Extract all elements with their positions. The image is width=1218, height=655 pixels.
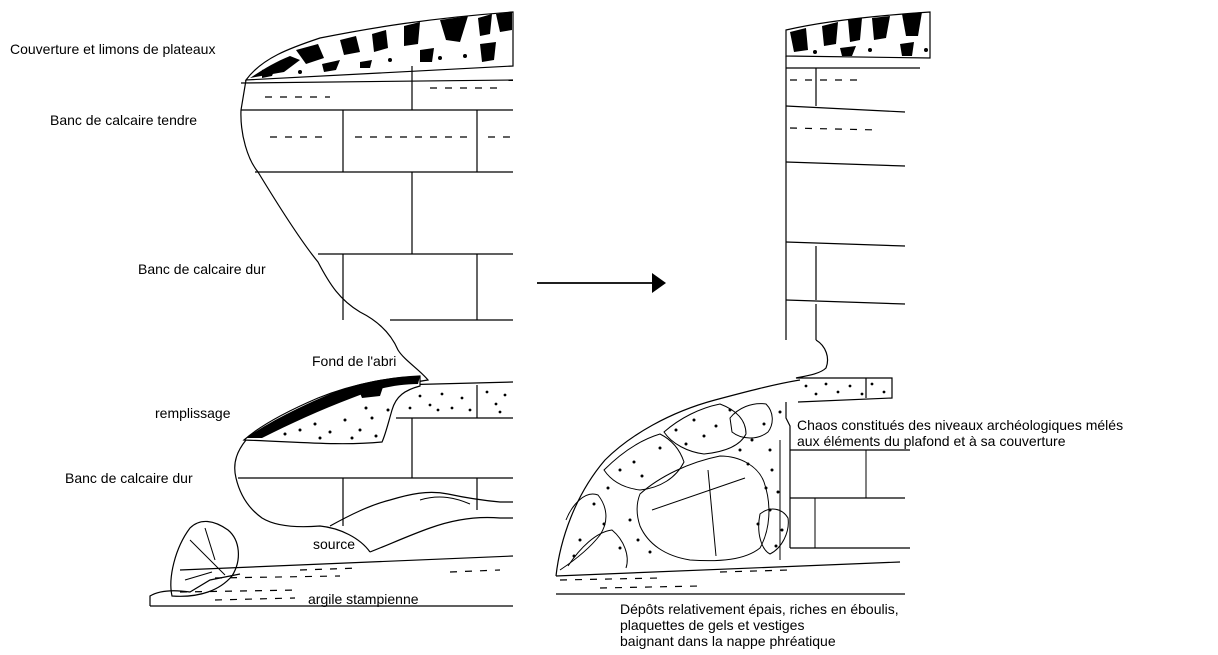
transition-arrow: [537, 273, 666, 293]
label-fond-abri: Fond de l'abri: [312, 353, 396, 369]
right-chaos-speckles: [573, 409, 784, 558]
left-cliff-profile: [235, 80, 428, 552]
left-cover-layer: [246, 12, 513, 80]
label-chaos-line1: Chaos constitués des niveaux archéologiq…: [797, 417, 1123, 433]
left-profile: Couverture et limons de plateaux Banc de…: [10, 12, 513, 607]
left-soft-limestone: [241, 66, 513, 172]
label-depots-line3: baignant dans la nappe phréatique: [620, 633, 836, 649]
label-depots-line1: Dépôts relativement épais, riches en ébo…: [620, 601, 899, 617]
label-calcaire-dur-lower: Banc de calcaire dur: [65, 470, 193, 486]
label-calcaire-dur-upper: Banc de calcaire dur: [138, 261, 266, 277]
label-remplissage: remplissage: [155, 405, 231, 421]
label-source: source: [313, 536, 355, 552]
left-fallen-block: [171, 521, 239, 596]
label-depots-line2: plaquettes de gels et vestiges: [620, 617, 804, 633]
right-profile: Chaos constitués des niveaux archéologiq…: [556, 12, 1123, 649]
label-couverture: Couverture et limons de plateaux: [10, 41, 215, 57]
label-calcaire-tendre: Banc de calcaire tendre: [50, 112, 197, 128]
label-chaos-line2: aux éléments du plafond et à sa couvertu…: [797, 433, 1066, 449]
right-limestone-layers: [786, 68, 920, 340]
right-lip-speckles: [805, 378, 886, 398]
left-fill-deposit: [244, 376, 420, 444]
right-cover-layer: [786, 12, 930, 58]
right-overhang-lip: [796, 340, 892, 402]
left-spring-channel: [330, 492, 513, 552]
label-argile: argile stampienne: [308, 591, 419, 607]
left-hard-limestone-upper: [318, 172, 513, 320]
